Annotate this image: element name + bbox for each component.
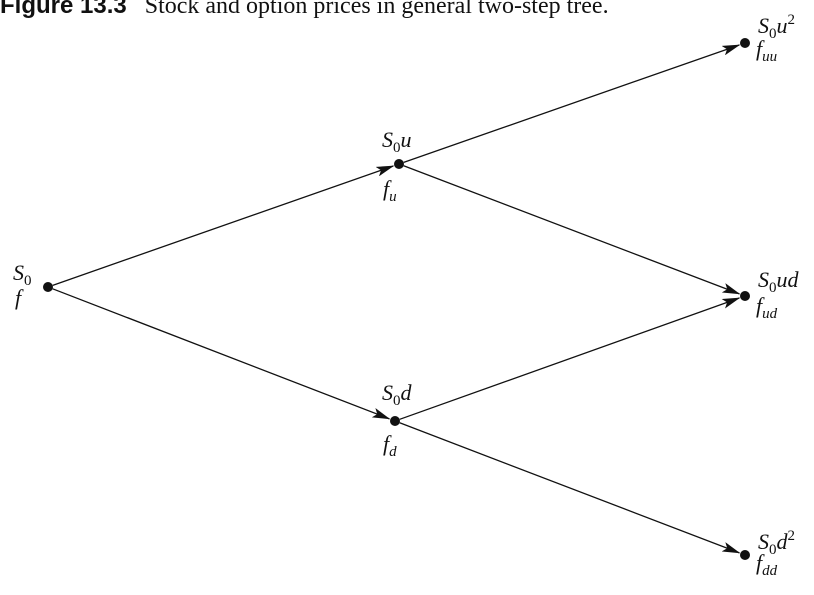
option-price-label-dd: fdd — [756, 550, 778, 579]
option-price-label-root: f — [15, 285, 24, 310]
node-down: S0d fd — [382, 380, 413, 460]
edge-root-to-up — [52, 165, 395, 286]
node-dot-up — [394, 159, 404, 169]
edge-up-to-uu — [403, 44, 741, 163]
edge-down-to-ud — [399, 297, 741, 420]
edge-root-to-down — [52, 288, 391, 420]
edge-down-to-dd — [399, 422, 741, 554]
stock-price-label-root: S0 — [13, 260, 32, 289]
node-dot-root — [43, 282, 53, 292]
figure-caption-text: Stock and option prices in general two-s… — [144, 0, 609, 19]
edge-up-to-ud — [403, 165, 741, 295]
node-dot-uu — [740, 38, 750, 48]
edges-layer — [52, 44, 741, 554]
node-up: S0u fu — [382, 127, 412, 205]
option-price-label-up: fu — [383, 176, 397, 205]
option-price-label-uu: fuu — [756, 36, 777, 65]
node-root: S0f — [13, 260, 53, 310]
node-dot-dd — [740, 550, 750, 560]
figure-caption: Figure 13.3 Stock and option prices in g… — [0, 0, 814, 20]
node-dot-ud — [740, 291, 750, 301]
figure-label: Figure 13.3 — [0, 0, 127, 19]
option-price-label-ud: fud — [756, 293, 778, 322]
stock-price-label-ud: S0ud — [758, 267, 800, 296]
stock-price-label-uu: S0u2 — [758, 12, 795, 42]
stock-price-label-dd: S0d2 — [758, 528, 795, 558]
option-price-label-down: fd — [383, 431, 397, 460]
stock-price-label-up: S0u — [382, 127, 412, 156]
node-dot-down — [390, 416, 400, 426]
stock-price-label-down: S0d — [382, 380, 413, 409]
